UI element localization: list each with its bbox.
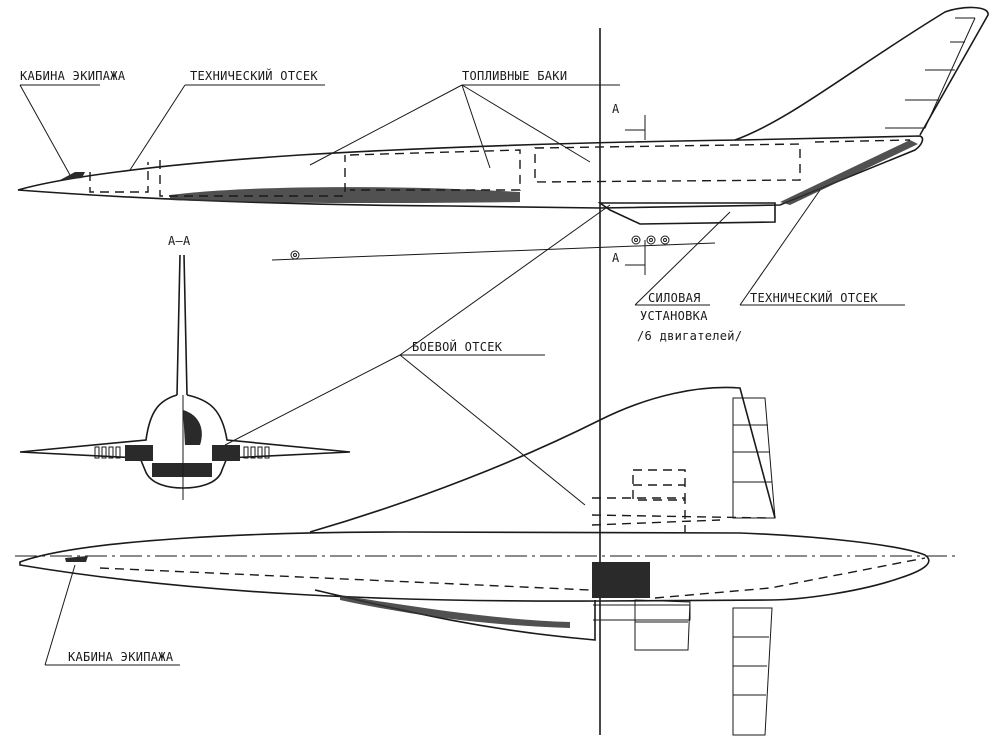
ground-line: [271, 242, 716, 261]
engine-pod: [597, 202, 776, 225]
top-wing-left: [309, 386, 776, 533]
label-power-plant-1: СИЛОВАЯ: [648, 291, 701, 305]
cockpit-window: [60, 172, 85, 180]
top-fuselage-outline: [19, 531, 930, 602]
front-section-view: [19, 254, 351, 500]
label-power-plant-2: УСТАНОВКА: [640, 309, 708, 323]
belly-shading: [170, 187, 520, 204]
label-section-a-bottom: А: [612, 251, 620, 265]
label-technical-bay-front: ТЕХНИЧЕСКИЙ ОТСЕК: [190, 68, 318, 83]
engine-block-left: [125, 445, 153, 461]
elevon-left: [732, 397, 776, 519]
engine-block-right: [212, 445, 240, 461]
fuel-tank-outline: [89, 139, 911, 197]
label-crew-cabin-top: КАБИНА ЭКИПАЖА: [20, 69, 126, 83]
internal-bays-top: [591, 469, 771, 532]
wing-shading: [340, 595, 570, 628]
label-section-title: А–А: [168, 234, 191, 248]
section-arrow-bottom: [625, 240, 646, 275]
weapons-bay-block: [152, 463, 212, 477]
cockpit-top: [65, 556, 88, 562]
label-power-plant-3: /6 двигателей/: [637, 329, 742, 343]
rudder-outline: [885, 17, 976, 129]
front-fin: [176, 254, 188, 396]
landing-gear-rear: [631, 235, 670, 245]
section-arrow-top: [625, 115, 646, 140]
label-fuel-tanks: ТОПЛИВНЫЕ БАКИ: [462, 69, 567, 83]
elevon-right: [732, 607, 773, 736]
landing-gear-front: [290, 250, 300, 260]
side-view: [17, 6, 989, 261]
rear-shading: [780, 140, 918, 205]
label-section-a-top: А: [612, 102, 620, 116]
label-weapons-bay: БОЕВОЙ ОТСЕК: [412, 339, 503, 354]
label-crew-cabin-bottom: КАБИНА ЭКИПАЖА: [68, 650, 174, 664]
leader-lines: [19, 84, 905, 666]
engine-intakes: [94, 446, 270, 459]
power-plant-block: [592, 562, 650, 598]
fuel-line-top: [99, 557, 926, 599]
side-fuselage-outline: [17, 135, 924, 209]
top-view: [15, 386, 960, 736]
label-technical-bay-rear: ТЕХНИЧЕСКИЙ ОТСЕК: [750, 290, 878, 305]
side-tail-fin: [734, 6, 989, 141]
canopy-shade: [183, 410, 202, 445]
engine-nacelle-outline: [593, 599, 691, 651]
